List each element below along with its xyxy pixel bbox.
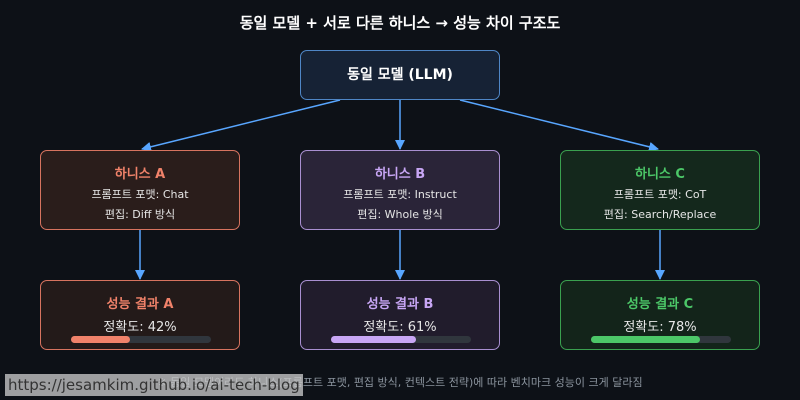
result-b-box: 성능 결과 B 정확도: 61% — [300, 280, 500, 350]
harness-a-box: 하니스 A 프롬프트 포맷: Chat 편집: Diff 방식 — [40, 150, 240, 230]
harness-a-edit: 편집: Diff 방식 — [104, 208, 176, 221]
harness-c-edit: 편집: Search/Replace — [603, 208, 717, 221]
result-b-progress-track — [331, 336, 471, 343]
result-c-accuracy: 정확도: 78% — [623, 320, 697, 335]
arrow-model-to-harness-a — [141, 99, 341, 152]
harness-c-title: 하니스 C — [635, 167, 685, 182]
harness-b-title: 하니스 B — [374, 167, 426, 182]
harness-b-edit: 편집: Whole 방식 — [357, 208, 443, 221]
result-b-title: 성능 결과 B — [366, 297, 434, 312]
result-a-progress-track — [71, 336, 211, 343]
model-box: 동일 모델 (LLM) — [300, 50, 500, 100]
result-a-progress-fill — [71, 336, 130, 343]
arrow-model-to-harness-c — [459, 99, 659, 152]
url-watermark: https://jesamkim.github.io/ai-tech-blog — [5, 374, 303, 396]
result-a-box: 성능 결과 A 정확도: 42% — [40, 280, 240, 350]
harness-b-box: 하니스 B 프롬프트 포맷: Instruct 편집: Whole 방식 — [300, 150, 500, 230]
diagram-title: 동일 모델 + 서로 다른 하니스 → 성능 차이 구조도 — [239, 14, 561, 32]
result-b-accuracy: 정확도: 61% — [363, 320, 437, 335]
result-b-progress-fill — [331, 336, 417, 343]
model-label: 동일 모델 (LLM) — [347, 67, 453, 83]
harness-c-format: 프롬프트 포맷: CoT — [613, 188, 707, 201]
harness-b-format: 프롬프트 포맷: Instruct — [343, 188, 457, 201]
result-c-box: 성능 결과 C 정확도: 78% — [560, 280, 760, 350]
harness-a-title: 하니스 A — [114, 167, 166, 182]
harness-a-format: 프롬프트 포맷: Chat — [91, 188, 189, 201]
result-c-progress-track — [591, 336, 731, 343]
result-a-title: 성능 결과 A — [106, 297, 174, 312]
result-c-title: 성능 결과 C — [626, 297, 694, 312]
result-c-progress-fill — [591, 336, 701, 343]
result-a-accuracy: 정확도: 42% — [103, 320, 177, 335]
harness-c-box: 하니스 C 프롬프트 포맷: CoT 편집: Search/Replace — [560, 150, 760, 230]
